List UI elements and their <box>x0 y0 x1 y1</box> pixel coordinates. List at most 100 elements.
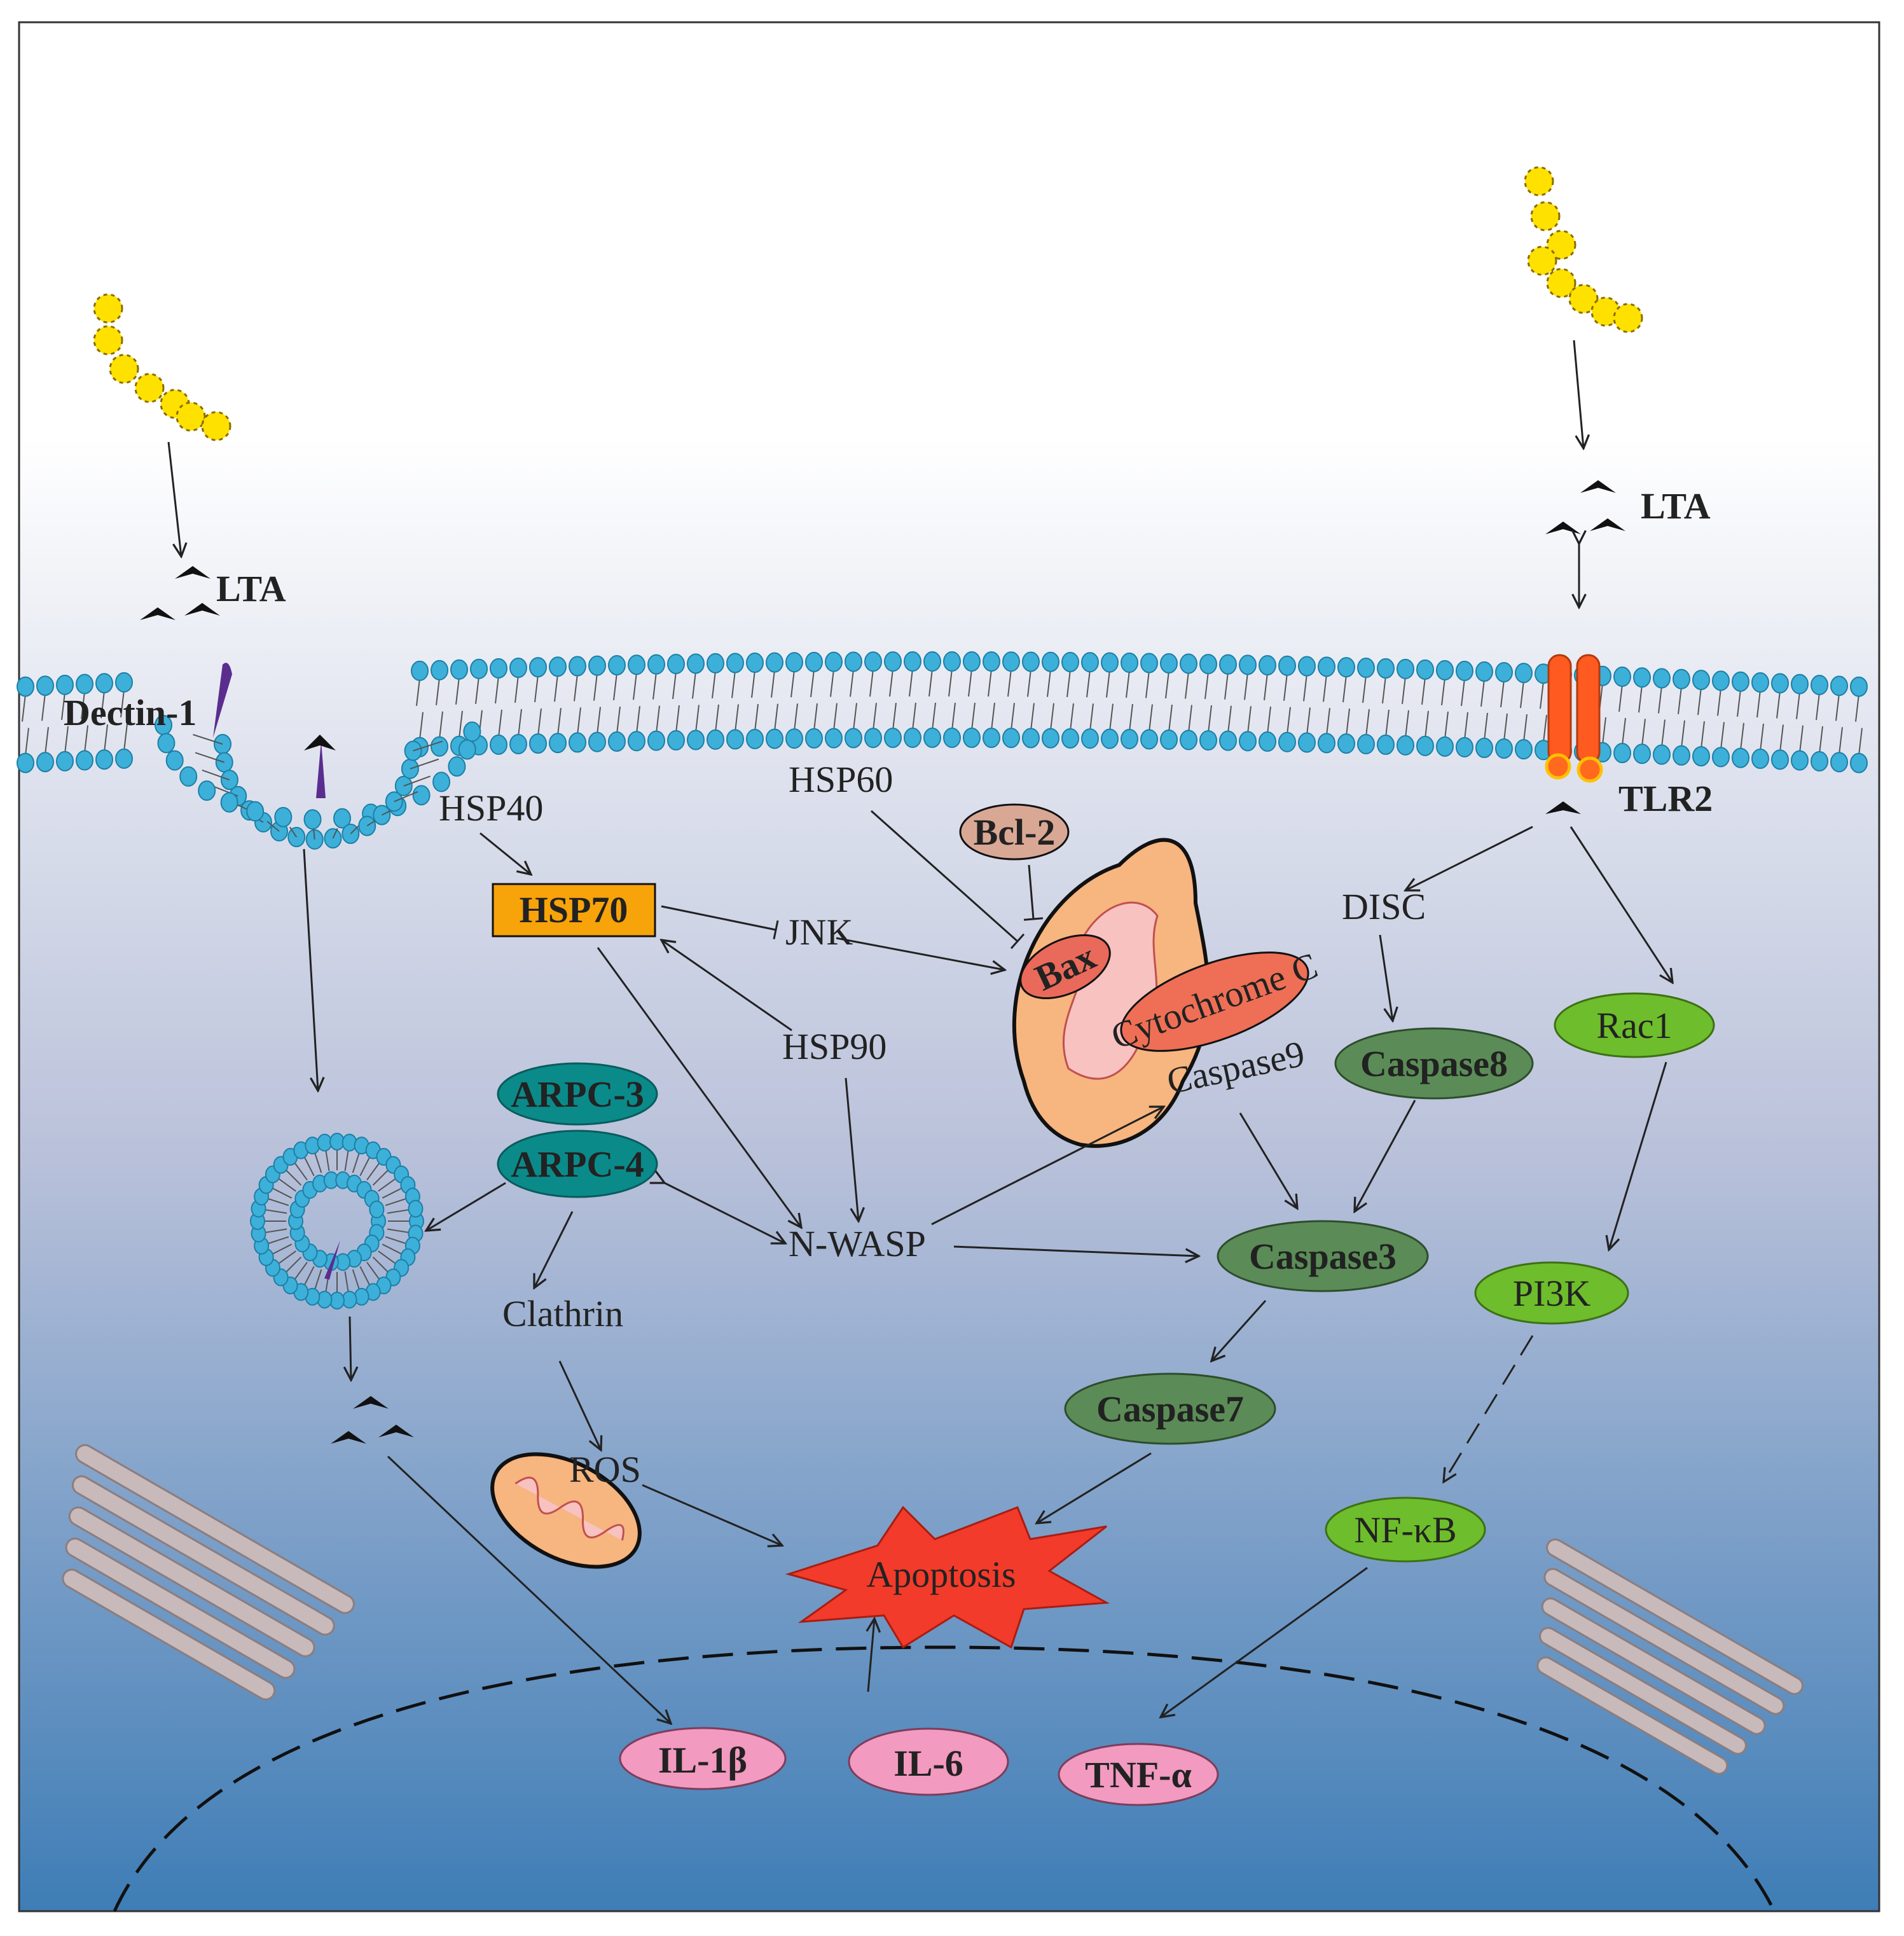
lipid-head <box>1850 752 1868 773</box>
cell-membrane <box>17 651 1868 850</box>
lipid-tail <box>1520 681 1524 709</box>
lta-bead <box>201 411 231 441</box>
hsp60-label: HSP60 <box>789 759 893 800</box>
caspase3-label: Caspase3 <box>1249 1236 1397 1277</box>
pi3k-node <box>1474 1261 1629 1325</box>
lipid-tail <box>754 703 759 732</box>
lipid-head <box>1337 733 1355 754</box>
lipid-tail <box>313 829 315 840</box>
arpc-3-node <box>497 1062 658 1126</box>
lipid-tail <box>1602 717 1606 745</box>
lipid-tail <box>554 674 558 702</box>
lipid-tail <box>1244 672 1248 700</box>
lipid-head <box>628 731 645 752</box>
hsp40-label: HSP40 <box>439 787 543 829</box>
lipid-head <box>1633 667 1651 688</box>
lipid-tail <box>1796 691 1800 719</box>
lipid-head <box>785 652 803 673</box>
lipid-head <box>115 748 133 769</box>
lipid-tail <box>332 827 338 839</box>
lipid-head <box>1061 651 1079 672</box>
lipid-head <box>963 651 981 672</box>
lipid-tail <box>873 703 877 731</box>
lipid-tail <box>1283 673 1288 701</box>
lipid-head <box>923 651 941 672</box>
lipid-head <box>1830 675 1848 696</box>
lipid-tail <box>1523 714 1528 742</box>
inhibit-hsp70-jnk <box>661 905 779 939</box>
lipid-tail <box>1047 669 1051 697</box>
lipid-tail <box>1444 711 1449 739</box>
lipid-tail <box>948 668 953 697</box>
dectin-1-label: Dectin-1 <box>64 692 197 733</box>
lipid-tail <box>1346 709 1350 736</box>
lipid-tail <box>123 723 128 752</box>
arrow-caspase8-to-caspase3 <box>1355 1100 1416 1212</box>
lipid-tail <box>613 672 617 701</box>
lipid-tail <box>475 676 479 704</box>
lipid-tail <box>1027 669 1031 697</box>
lipid-head <box>1751 672 1769 693</box>
lipid-head <box>450 659 468 680</box>
lipid-tail <box>289 826 298 838</box>
lipid-head <box>274 806 293 827</box>
lipid-tail <box>1441 677 1445 705</box>
lipid-head <box>1239 731 1257 752</box>
rac1-label: Rac1 <box>1596 1005 1672 1046</box>
lipid-head <box>1397 658 1414 679</box>
arrow-bacteria-to-lta-right <box>1573 340 1583 448</box>
arrow-caspase7-to-apoptosis <box>1037 1452 1152 1523</box>
lipid-tail <box>1303 674 1307 702</box>
lipid-tail <box>1342 675 1347 703</box>
lipid-tail <box>833 703 838 731</box>
lipid-tail <box>413 740 443 752</box>
inhibit-hsp60-bax <box>871 810 1025 950</box>
caspase8-label: Caspase8 <box>1360 1043 1508 1084</box>
lipid-head <box>569 732 586 753</box>
lipid-tail <box>1543 715 1547 743</box>
lipid-tail <box>45 727 49 755</box>
nucleus-envelope <box>113 1645 1776 1912</box>
lipid-tail <box>991 703 995 731</box>
lipid-tail <box>794 703 798 731</box>
dectin-1-receptor <box>213 663 232 738</box>
lipid-head <box>746 728 764 749</box>
lipid-head <box>1199 730 1217 751</box>
lipid-head <box>1456 660 1473 681</box>
lipid-head <box>549 733 567 754</box>
lipid-head <box>1002 728 1020 749</box>
arrow-nwasp-to-caspase9 <box>931 1107 1164 1226</box>
lipid-head <box>1377 658 1395 679</box>
lipid-tail <box>813 703 818 731</box>
lipid-tail <box>597 707 601 735</box>
lipid-head <box>667 654 685 675</box>
lipid-tail <box>1405 710 1409 738</box>
lipid-head <box>904 651 921 672</box>
lipid-head <box>1081 728 1099 749</box>
lipid-tail <box>41 693 46 721</box>
lipid-tail <box>1461 678 1465 706</box>
lipid-head <box>805 728 823 749</box>
arrow-caspase3-to-caspase7 <box>1211 1299 1267 1361</box>
lipid-head <box>1436 736 1454 757</box>
lipid-tail <box>1858 728 1863 756</box>
lipid-tail <box>1070 703 1074 731</box>
lipid-tail <box>1382 675 1386 704</box>
lipid-head <box>628 654 645 675</box>
lipid-head <box>1140 729 1158 750</box>
lipid-head <box>1199 654 1217 675</box>
lipid-tail <box>1618 684 1623 712</box>
lipid-head <box>490 658 507 679</box>
lipid-tail <box>1306 707 1311 735</box>
arrow-arpc4-to-clathrin <box>534 1211 574 1288</box>
lipid-head <box>608 654 626 675</box>
lipid-head <box>1613 667 1631 688</box>
lipid-head <box>458 739 476 760</box>
lipid-head <box>412 785 431 806</box>
lipid-tail <box>810 669 815 698</box>
lipid-tail <box>1267 706 1271 735</box>
arrow-endosome-to-lta <box>350 1316 351 1380</box>
lipid-tail <box>1425 710 1429 738</box>
lipid-tail <box>1208 705 1212 733</box>
caspase7-label: Caspase7 <box>1096 1388 1244 1430</box>
